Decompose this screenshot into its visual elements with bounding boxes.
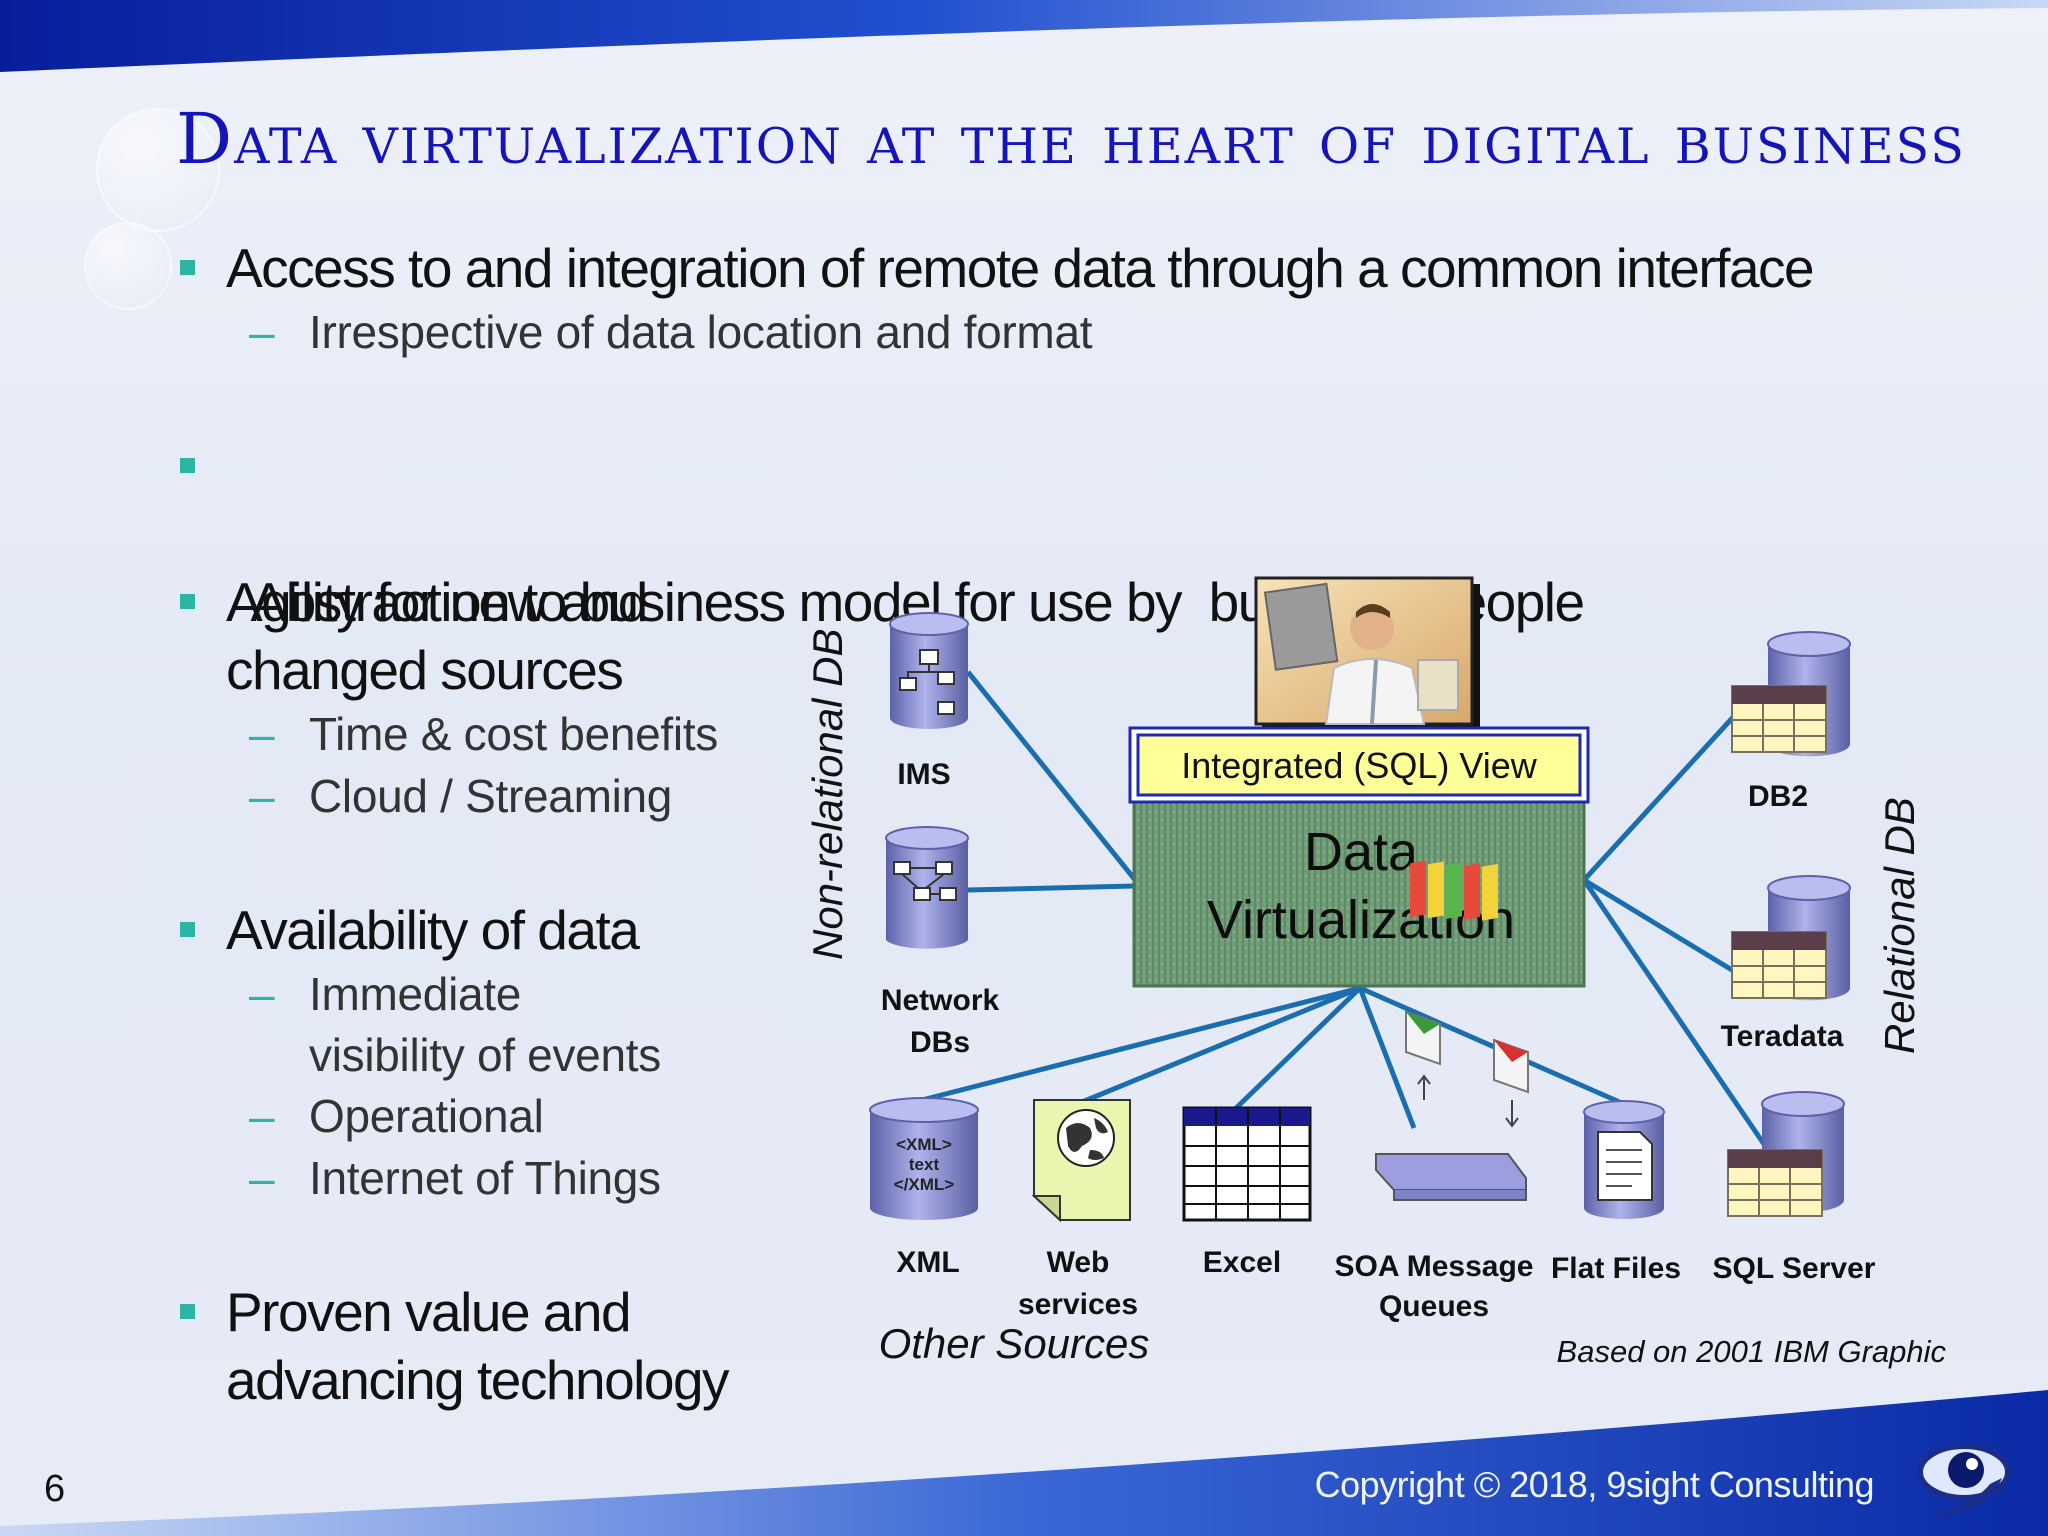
network-db-icon (893, 861, 957, 901)
data-virtualization-box: Data Virtualization (1132, 800, 1586, 988)
teradata-label: Teradata (1721, 1020, 1844, 1053)
bullet-text: Agility for new and (226, 571, 648, 633)
relational-table-icon (1731, 685, 1827, 753)
sub-bullet-text: visibility of events (309, 1029, 661, 1081)
sub-bullet-text: Internet of Things (309, 1152, 661, 1204)
bullet-marker (180, 1304, 195, 1319)
sub-bullet-text: Cloud / Streaming (309, 770, 673, 822)
soa-label-line1: SOA Message (1335, 1250, 1534, 1283)
bullet-proven-value: Proven value and advancing technology (180, 1278, 730, 1414)
slide-title: Data virtualization at the heart of digi… (176, 98, 1966, 180)
dv-label-line1: Data (1304, 822, 1419, 882)
sub-bullet: – Cloud / Streaming (249, 766, 673, 827)
web-label-line2: services (1018, 1288, 1138, 1321)
message-queue-icon (1375, 860, 1529, 1201)
teradata-database: Teradata (1721, 875, 1851, 1053)
bullet-availability: Availability of data (180, 896, 640, 964)
sub-bullet-dash: – (249, 1090, 275, 1142)
bullet-marker (180, 922, 195, 937)
integrated-sql-view-box: Integrated (SQL) View (1128, 726, 1590, 804)
copyright-notice: Copyright © 2018, 9sight Consulting (1314, 1464, 1875, 1505)
9sight-eye-logo (1917, 1443, 2011, 1516)
ims-hierarchy-icon (899, 649, 955, 715)
bottom-blue-band (0, 1390, 2048, 1536)
bullet-marker (180, 260, 195, 275)
relational-table-icon (1731, 931, 1827, 999)
top-blue-band (0, 0, 2048, 72)
relational-db-label: Relational DB (1876, 797, 1923, 1054)
sub-bullet: – Irrespective of data location and form… (249, 302, 1093, 363)
xml-icon-text: text (909, 1155, 940, 1174)
sub-bullet: – Internet of Things (249, 1148, 661, 1209)
network-label-line2: DBs (910, 1026, 970, 1059)
sub-bullet-dash: – (249, 770, 275, 822)
excel-label: Excel (1203, 1246, 1281, 1279)
decorative-bubble (96, 108, 220, 232)
sub-bullet-text: Irrespective of data location and format (309, 306, 1093, 358)
sub-bullet: – Time & cost benefits (249, 704, 719, 765)
network-label-line1: Network (881, 984, 1000, 1017)
bullet-text: changed sources (226, 639, 624, 701)
network-database: Network DBs (881, 826, 1000, 1059)
sub-bullet: – Immediate visibility of events (249, 964, 661, 1086)
bullet-text: Proven value and (226, 1281, 632, 1343)
flat-file-icon (1597, 1131, 1653, 1201)
bullet-marker (180, 458, 195, 473)
source-attribution: Based on 2001 IBM Graphic (1557, 1334, 1947, 1369)
sub-bullet-dash: – (249, 708, 275, 760)
web-label-line1: Web (1047, 1246, 1110, 1279)
integrated-view-label: Integrated (SQL) View (1181, 745, 1538, 786)
excel-source: Excel (1182, 1106, 1312, 1279)
xml-source: <XML> text </XML> XML (869, 1097, 979, 1279)
flat-files-source: Flat Files (1551, 1100, 1681, 1285)
bullet-text: Access to and integration of remote data… (226, 237, 1815, 299)
xml-icon-text: </XML> (894, 1175, 955, 1194)
bullet-agility: Agility for new and changed sources (180, 568, 648, 704)
flat-files-label: Flat Files (1551, 1252, 1681, 1285)
bullet-access-integration: Access to and integration of remote data… (180, 234, 1815, 302)
db2-database: DB2 (1731, 631, 1851, 813)
presenter-photo (1254, 576, 1480, 732)
bullet-marker (180, 594, 195, 609)
bullet-text: advancing technology (226, 1349, 730, 1411)
xml-icon-text: <XML> (896, 1135, 952, 1154)
sub-bullet-text: Immediate (309, 968, 522, 1020)
ims-database: IMS (889, 612, 969, 791)
sub-bullet-dash: – (249, 968, 275, 1020)
sqlserver-database: SQL Server (1713, 1091, 1876, 1285)
sub-bullet-dash: – (249, 306, 275, 358)
sqlserver-label: SQL Server (1713, 1252, 1876, 1285)
relational-table-icon (1727, 1149, 1823, 1217)
sub-bullet-text: Time & cost benefits (309, 708, 719, 760)
other-sources-label: Other Sources (879, 1320, 1150, 1367)
sub-bullet-text: Operational (309, 1090, 544, 1142)
db2-label: DB2 (1748, 780, 1808, 813)
decorative-bubble (84, 222, 172, 310)
xml-document-icon: <XML> text </XML> (894, 1135, 955, 1194)
sub-bullet-dash: – (249, 1152, 275, 1204)
soa-message-queues-source: SOA Message Queues (1335, 860, 1534, 1323)
spreadsheet-icon (1182, 1106, 1312, 1222)
bullet-text: Availability of data (226, 899, 640, 961)
connector-lines (921, 670, 1771, 1152)
dv-label-line2: Virtualization (1207, 890, 1515, 950)
soa-label-line2: Queues (1379, 1290, 1489, 1323)
xml-label: XML (896, 1246, 959, 1279)
web-services-source: Web services (1018, 1099, 1138, 1321)
globe-document-icon (1031, 1099, 1131, 1223)
page-number: 6 (44, 1468, 66, 1510)
non-relational-db-label: Non-relational DB (804, 629, 851, 961)
sub-bullet: – Operational (249, 1086, 544, 1147)
ims-label: IMS (897, 758, 950, 791)
